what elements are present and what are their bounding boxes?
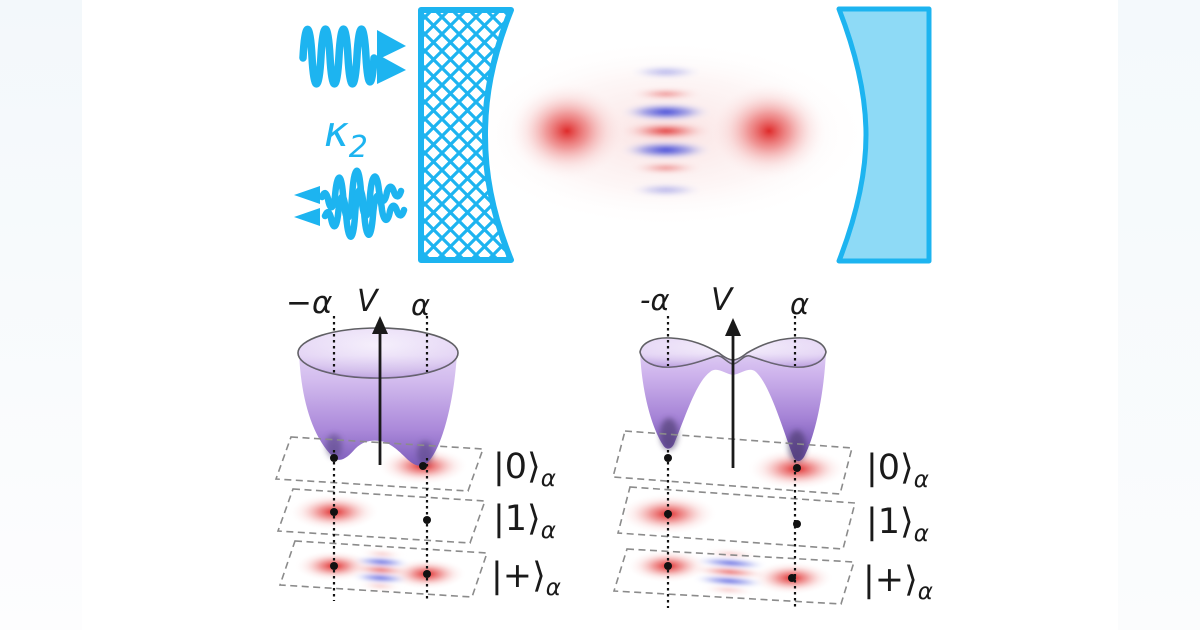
emission-arrowhead-lower bbox=[294, 208, 320, 226]
dot bbox=[793, 464, 801, 472]
plane-outline-ket0-left bbox=[274, 436, 485, 492]
v-axis-arrowhead-left bbox=[372, 316, 388, 334]
plane-outlines-right bbox=[611, 430, 857, 605]
potential-surface-right bbox=[639, 337, 827, 462]
dot bbox=[423, 516, 431, 524]
surface-rim-shade-right bbox=[640, 337, 826, 368]
ket-label-1-left: |1⟩α bbox=[493, 499, 556, 544]
plane-outlines-left bbox=[274, 436, 489, 598]
fringe-blue-top bbox=[692, 557, 769, 569]
input-mirror-crosshatch bbox=[418, 7, 514, 263]
potential-panel-right: -α V α |0⟩α |1⟩α |+⟩α bbox=[611, 282, 933, 610]
emission-packet-2 bbox=[321, 186, 408, 240]
plane-outline-ketplus-left bbox=[278, 540, 489, 598]
kappa2-label: κ2 bbox=[324, 107, 368, 165]
minus-alpha-label-left: −α bbox=[286, 285, 332, 321]
left-margin-band bbox=[0, 0, 82, 630]
v-axis-left bbox=[372, 316, 388, 465]
dot bbox=[330, 562, 338, 570]
state-dots-left bbox=[330, 454, 431, 578]
dot bbox=[419, 462, 427, 470]
fringe-red-top bbox=[358, 550, 406, 558]
plane-outline-ketplus-right bbox=[612, 548, 856, 605]
fringe-blue-faint-top bbox=[628, 65, 704, 79]
fringe-blue-bottom bbox=[691, 575, 768, 587]
dot bbox=[664, 510, 672, 518]
ket-label-1-right: |1⟩α bbox=[866, 502, 929, 547]
fringe-red-center bbox=[347, 564, 415, 576]
alpha-guides-right bbox=[666, 316, 797, 610]
ket-label-0-left: |0⟩α bbox=[493, 447, 556, 492]
dot bbox=[664, 454, 672, 462]
surface-rim-shade-left bbox=[298, 328, 458, 378]
dot bbox=[330, 454, 338, 462]
v-axis-label-left: V bbox=[357, 284, 380, 319]
fringe-red-faint-top bbox=[626, 87, 706, 101]
surface-body-right bbox=[640, 352, 826, 462]
fringes-ketplus-left bbox=[347, 550, 415, 590]
dot bbox=[330, 508, 338, 516]
ket-label-plus-left: |+⟩α bbox=[491, 556, 561, 601]
fringe-red-bottom bbox=[356, 582, 404, 590]
input-mirror bbox=[418, 7, 514, 263]
well-shadow-right-a bbox=[660, 418, 678, 450]
cat-blob-right bbox=[709, 81, 829, 181]
minus-alpha-label-right: -α bbox=[640, 283, 670, 317]
dot bbox=[793, 520, 801, 528]
state-dots-right bbox=[664, 454, 801, 582]
cat-blob-left bbox=[507, 81, 627, 181]
v-axis-label-right: V bbox=[711, 282, 735, 318]
cavity-section: κ2 bbox=[294, 6, 932, 264]
ket-label-plus-right: |+⟩α bbox=[863, 560, 933, 605]
fringe-blue-faint-bottom bbox=[628, 183, 704, 197]
alpha-label-right: α bbox=[790, 287, 809, 321]
fringe-red-faint-bottom bbox=[626, 161, 706, 175]
phase-planes-left bbox=[276, 437, 487, 597]
well-shadow-left-b bbox=[417, 441, 433, 465]
dot bbox=[664, 562, 672, 570]
potential-panel-left: −α V α |0⟩α |1⟩α |+⟩α bbox=[274, 284, 561, 602]
plane-outline-ket0-right bbox=[611, 430, 854, 495]
cat-interference-fringes bbox=[616, 65, 716, 197]
fringe-blue-top bbox=[351, 557, 412, 567]
fringe-blue-bottom bbox=[350, 573, 411, 583]
v-axis-right bbox=[725, 318, 741, 468]
right-margin-band bbox=[1118, 0, 1200, 630]
ket-label-0-right: |0⟩α bbox=[866, 448, 929, 493]
plane-outline-ket1-left bbox=[276, 488, 487, 544]
fringe-blue-bottom bbox=[619, 140, 713, 160]
cat-state-wigner bbox=[462, 39, 872, 229]
pump-arrowhead-upper bbox=[377, 30, 406, 60]
dot bbox=[788, 574, 796, 582]
pump-wave-arrow-icon bbox=[299, 25, 406, 88]
fringe-blue-top bbox=[619, 102, 713, 122]
v-axis-arrowhead-right bbox=[725, 318, 741, 336]
potential-surface-left bbox=[297, 327, 459, 466]
pump-arrowhead-lower bbox=[377, 54, 406, 84]
fringe-red-bottom bbox=[698, 585, 759, 595]
pump-wave-squiggle bbox=[299, 25, 378, 88]
alpha-label-left: α bbox=[411, 288, 430, 322]
emission-wave-arrow-icon bbox=[294, 167, 408, 240]
well-shadow-right-b bbox=[788, 430, 806, 462]
plane-outline-ket1-right bbox=[616, 486, 857, 550]
fringe-red-center bbox=[688, 566, 772, 578]
fringe-red-center bbox=[616, 120, 716, 142]
dot bbox=[423, 570, 431, 578]
output-mirror bbox=[836, 6, 932, 264]
emission-arrowhead-upper bbox=[294, 186, 320, 204]
